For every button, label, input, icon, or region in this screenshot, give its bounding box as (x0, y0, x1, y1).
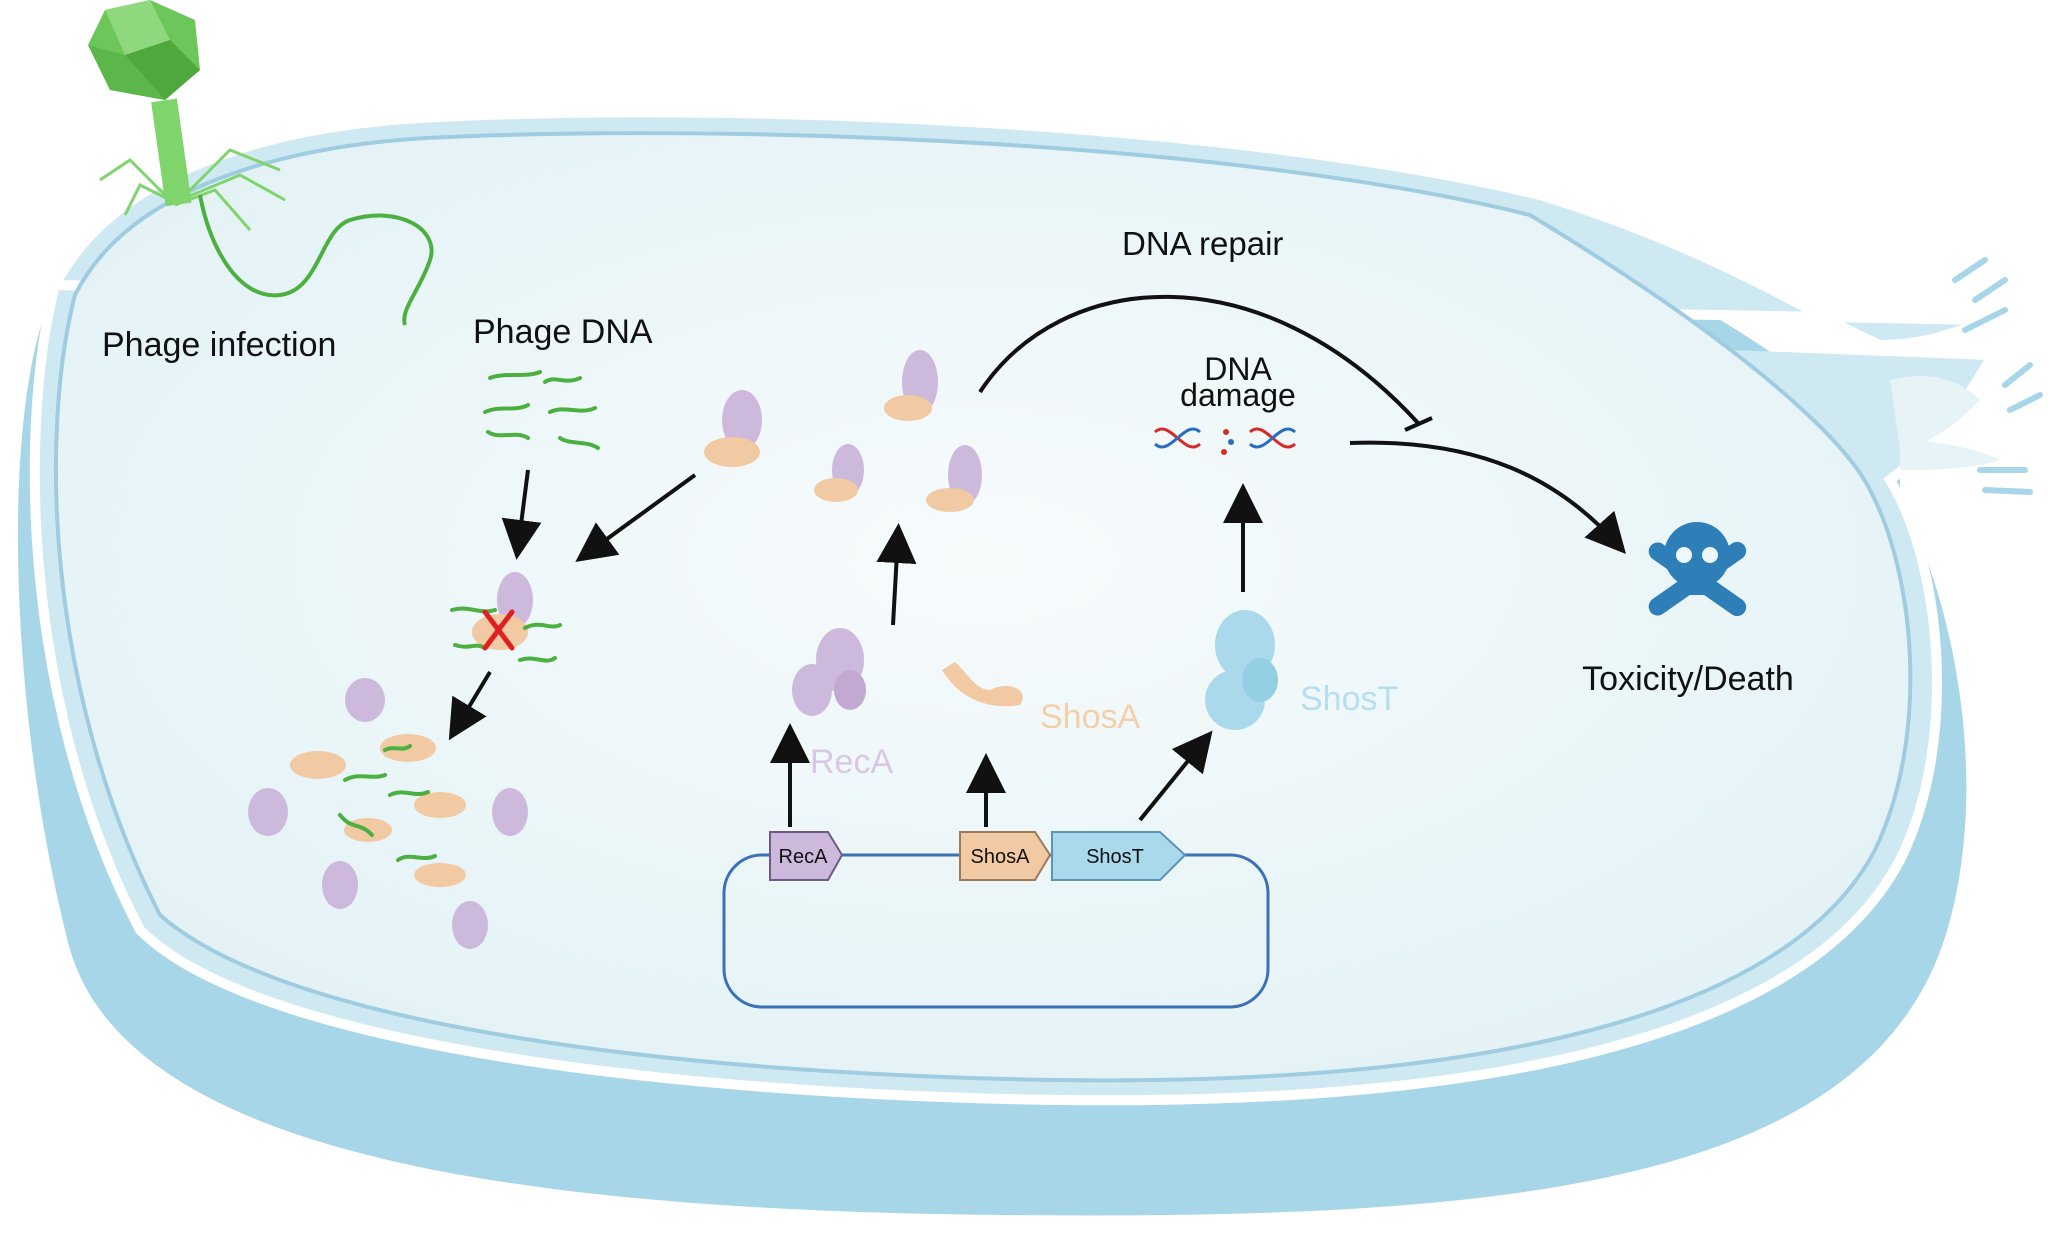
phage-infection-label: Phage infection (102, 326, 336, 364)
shosa-protein-label: ShosA (1040, 698, 1140, 736)
reca-shosa-complex-4 (926, 445, 982, 512)
cross-mark-icon (482, 609, 515, 651)
inhibit-dna-repair (978, 294, 1420, 425)
gene-reca-label: RecA (779, 846, 829, 868)
plasmid: RecA ShosA ShosT (722, 831, 1270, 1009)
gene-shosa-label: ShosA (971, 846, 1031, 868)
arrow-shost-gene-to-protein (1138, 730, 1213, 822)
dna-repair-label: DNA repair (1122, 225, 1283, 262)
shost-protein-blob (1205, 610, 1278, 730)
gene-shosa: ShosA (959, 831, 1052, 881)
degraded-phage-cluster (248, 678, 528, 949)
toxicity-death-label: Toxicity/Death (1582, 660, 1794, 698)
phage-icon (88, 0, 434, 326)
dna-damage-label-line2: damage (1180, 377, 1296, 413)
skull-crossbones-icon (1648, 522, 1747, 617)
gene-shost-label: ShosT (1086, 846, 1144, 868)
reca-shosa-complex-3 (814, 444, 864, 502)
gene-shost: ShosT (1051, 831, 1187, 881)
arrow-complex-to-blocked (575, 473, 697, 563)
arrows (448, 294, 1626, 827)
reca-protein-blob (792, 628, 866, 716)
injected-phage-dna (198, 194, 434, 326)
reca-shosa-complex-2 (884, 350, 938, 421)
dna-damage-label-line1: DNA (1204, 351, 1272, 387)
arrow-damage-to-death (1349, 440, 1626, 554)
phage-dna-fragments (483, 370, 600, 450)
shosa-protein-blob (942, 662, 1023, 707)
bacterial-cell (17, 107, 2043, 1216)
blocked-phage-dna-complex (450, 572, 562, 663)
reca-protein-label: RecA (810, 743, 893, 781)
cytoplasm (53, 131, 1913, 1083)
shost-protein-label: ShosT (1300, 680, 1398, 718)
inhibit-bar (1404, 416, 1433, 432)
leaking-cytoplasm (1890, 376, 2000, 470)
reca-shosa-complex-1 (704, 390, 762, 467)
arrow-blocked-to-cluster (448, 670, 492, 741)
dna-damage-icon (1153, 427, 1297, 455)
gene-reca: RecA (769, 831, 844, 881)
membrane-rupture (1952, 257, 2043, 495)
arrow-phage-dna-to-complex (501, 469, 542, 560)
phage-dna-label: Phage DNA (473, 313, 653, 351)
arrow-reca-up (876, 523, 917, 626)
